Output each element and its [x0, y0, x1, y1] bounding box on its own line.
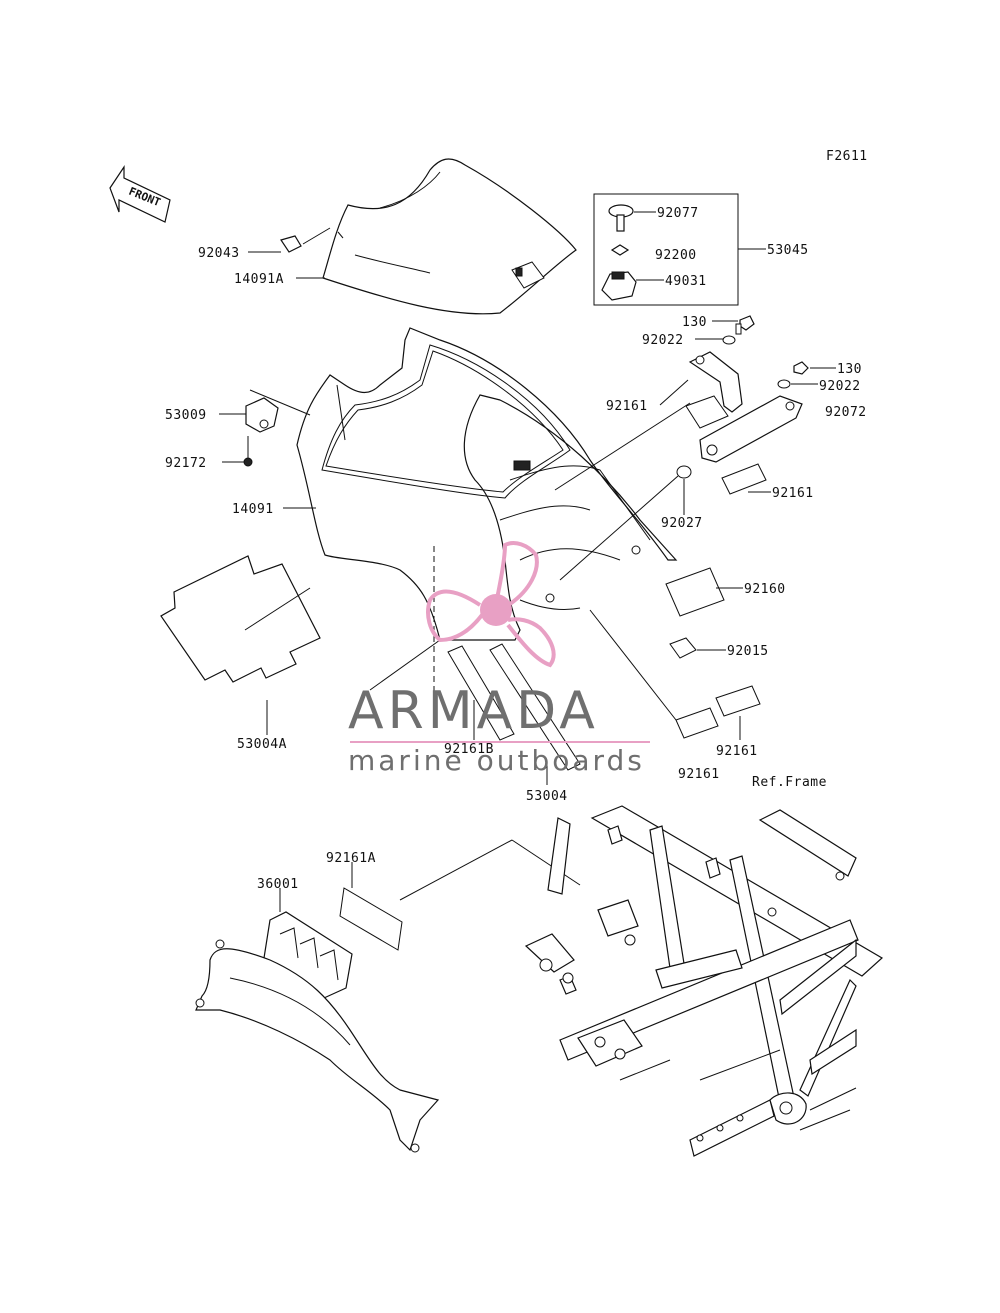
grommet-icon: [601, 271, 637, 301]
kit-box-53045: 92077 92200 49031: [593, 193, 766, 306]
callout-92022-a: 92022: [642, 333, 684, 348]
clip-92043-icon: [280, 235, 302, 253]
callout-92043: 92043: [198, 246, 240, 261]
bracket-92072: [688, 351, 803, 463]
bolt-130-b-icon: [793, 361, 809, 375]
ref-frame-label: Ref.Frame: [752, 775, 827, 790]
figure-code: F2611: [826, 149, 868, 164]
callout-92160: 92160: [744, 582, 786, 597]
callout-92161-c: 92161: [678, 767, 720, 782]
clip-icon: [610, 244, 630, 256]
callout-36001: 36001: [257, 877, 299, 892]
callout-92015: 92015: [727, 644, 769, 659]
mat-53004A: [160, 555, 321, 683]
propeller-logo-icon: [426, 541, 556, 668]
callout-53004A: 53004A: [237, 737, 287, 752]
nut-92015-icon: [669, 637, 697, 659]
callout-53045: 53045: [767, 243, 809, 258]
callout-92161-a: 92161: [606, 399, 648, 414]
callout-49031: 49031: [665, 274, 707, 289]
strip-92161B: [447, 645, 515, 741]
pad-92161-lower-right: [715, 685, 761, 717]
bolt-130-a-icon: [735, 315, 755, 335]
pad-92161-lower-left: [675, 707, 719, 739]
callout-92172: 92172: [165, 456, 207, 471]
screw-92172-icon: [243, 457, 253, 467]
washer-92027-icon: [676, 465, 692, 479]
brand-tagline: marine outboards: [348, 744, 645, 777]
strip-53004: [489, 643, 581, 771]
callout-92161B: 92161B: [444, 742, 494, 757]
callout-14091A: 14091A: [234, 272, 284, 287]
washer-92022-b-icon: [777, 379, 791, 389]
front-arrow-icon: FRONT: [109, 165, 171, 223]
duct-36001: [195, 911, 440, 1153]
pad-92161-right: [721, 463, 767, 495]
callout-92027: 92027: [661, 516, 703, 531]
brand-name: ARMADA: [348, 681, 599, 741]
callout-130-a: 130: [682, 315, 707, 330]
pad-92160: [665, 567, 725, 617]
callout-53004: 53004: [526, 789, 568, 804]
washer-92022-a-icon: [722, 335, 736, 345]
frame-reference: [524, 805, 884, 1157]
callout-92022-b: 92022: [819, 379, 861, 394]
callout-92077: 92077: [657, 206, 699, 221]
push-rivet-icon: [608, 204, 634, 232]
callout-130-b: 130: [837, 362, 862, 377]
bracket-53009-icon: [245, 397, 279, 433]
pad-92161-top: [685, 395, 729, 429]
front-cover-14091: [296, 327, 678, 641]
armada-logo: ARMADA marine outboards: [348, 541, 650, 777]
callout-14091: 14091: [232, 502, 274, 517]
pad-92161A: [339, 887, 403, 951]
callout-92200: 92200: [655, 248, 697, 263]
callout-92072: 92072: [825, 405, 867, 420]
callout-92161-b: 92161: [772, 486, 814, 501]
upper-cowl-14091A: [322, 158, 577, 315]
callout-53009: 53009: [165, 408, 207, 423]
callout-92161A: 92161A: [326, 851, 376, 866]
callout-92161-d: 92161: [716, 744, 758, 759]
